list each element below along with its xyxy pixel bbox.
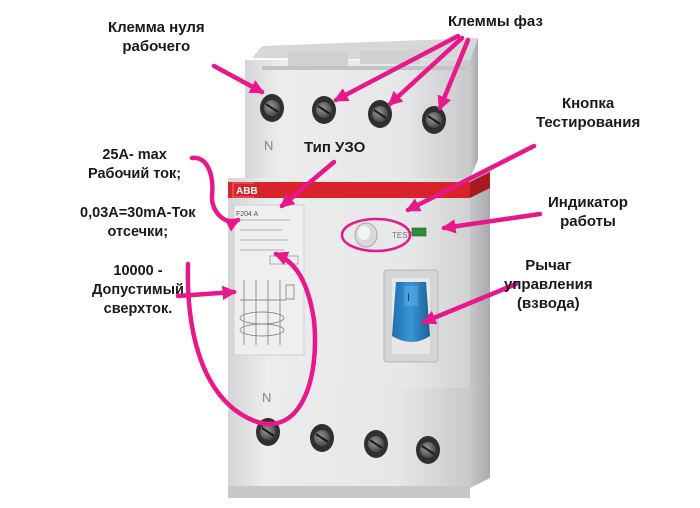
- label-rcd-type: Тип УЗО: [304, 139, 366, 156]
- control-lever: I: [383, 269, 439, 363]
- abb-logo: ABB: [234, 184, 262, 197]
- label-neutral-terminal: Клемма нуля рабочего: [108, 19, 205, 55]
- label-indicator: Индикатор работы: [548, 194, 628, 230]
- indicator-window: [411, 227, 427, 237]
- neutral-mark-bottom: N: [262, 390, 271, 405]
- screw-icon: [310, 424, 334, 452]
- svg-text:ABB: ABB: [236, 186, 258, 197]
- arrow-phase-1: [333, 33, 461, 103]
- label-test-button: Кнопка Тестирования: [536, 95, 641, 131]
- label-rated-current: 25А- max Рабочий ток;: [88, 147, 182, 182]
- arrow-neutral-terminal: [211, 63, 265, 95]
- screw-icon: [260, 94, 284, 122]
- screw-icon: [312, 96, 336, 124]
- schematic-diagram: [239, 280, 295, 345]
- screw-icon: [364, 430, 388, 458]
- screw-icon: [422, 106, 446, 134]
- svg-text:I: I: [407, 292, 410, 304]
- neutral-mark-top: N: [264, 138, 273, 153]
- label-control-lever: Рычаг управления (взвода): [504, 257, 593, 312]
- arrow-test-button: [405, 143, 537, 213]
- label-overcurrent: 10000 - Допустимый сверхток.: [92, 263, 184, 317]
- label-trip-current: 0,03А=30mA-Ток отсечки;: [80, 205, 196, 240]
- model-text: F204 A: [236, 211, 259, 218]
- screw-icon: [368, 100, 392, 128]
- arrow-rcd-type: [279, 159, 337, 209]
- annotation-arrows: [175, 33, 543, 427]
- top-screws: [260, 94, 446, 134]
- test-button-highlight: [340, 217, 412, 253]
- arrow-phase-2: [387, 35, 465, 107]
- screw-icon: [416, 436, 440, 464]
- label-phase-terminals: Клеммы фаз: [448, 13, 543, 30]
- arrow-phase-3: [437, 37, 471, 111]
- rating-label-plate: [233, 204, 305, 356]
- test-label-text: TEST: [392, 231, 413, 240]
- arrow-indicator: [441, 211, 543, 234]
- arrow-lever: [421, 281, 519, 325]
- arrow-rated-current: [189, 155, 241, 232]
- arrow-trip-current: [185, 251, 318, 427]
- test-button-area: TEST: [354, 222, 413, 248]
